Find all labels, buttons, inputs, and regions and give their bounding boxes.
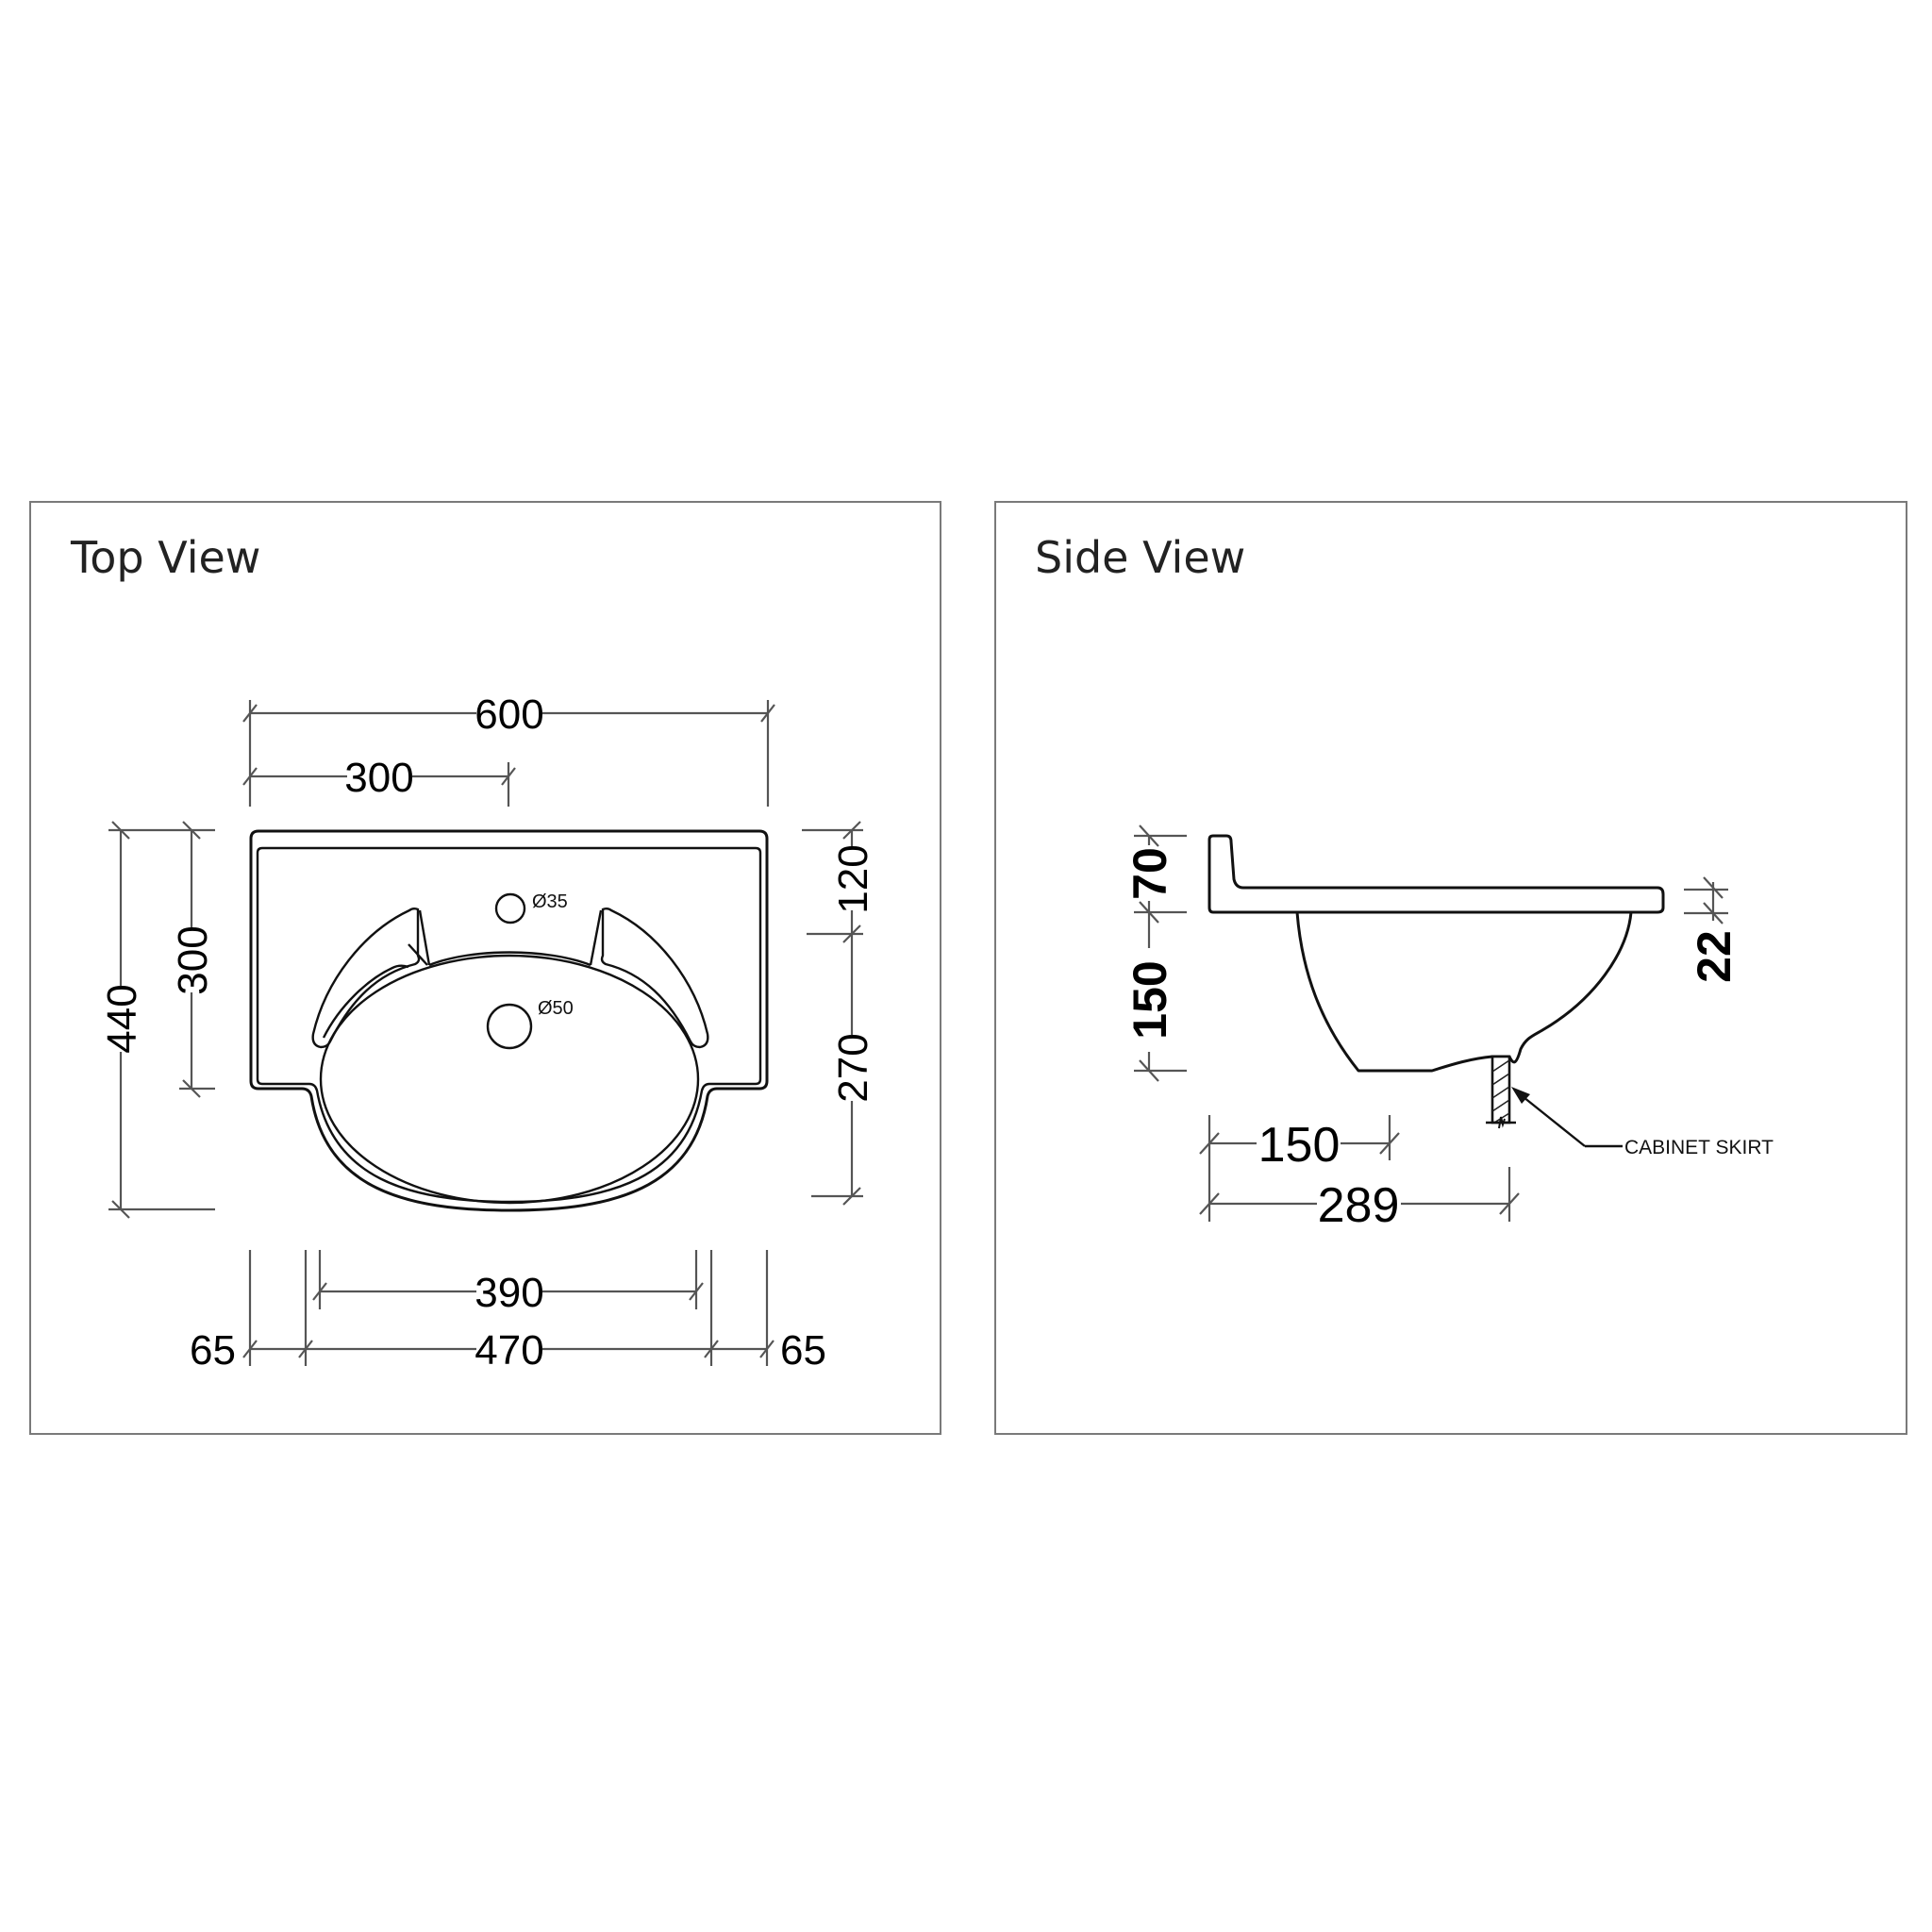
top-view-dim-120: 120: [802, 821, 876, 943]
tap-hole-icon: [494, 892, 526, 924]
top-view-dim-300-vertical: 300: [170, 821, 216, 1098]
cabinet-skirt-leader-arrow-icon: [1511, 1087, 1623, 1148]
tap-hole-label: Ø35: [532, 891, 568, 912]
top-view-dim-bottom: 390 470 65 65: [190, 1250, 826, 1374]
cabinet-skirt: [1486, 1055, 1516, 1129]
side-view-dim-289: 289: [1199, 1167, 1520, 1233]
waste-hole-icon: [486, 1003, 533, 1050]
svg-text:390: 390: [475, 1270, 543, 1316]
svg-text:470: 470: [475, 1327, 543, 1374]
svg-text:150: 150: [1258, 1118, 1341, 1173]
svg-text:270: 270: [830, 1033, 876, 1102]
top-view-sink-outline: [249, 829, 769, 1212]
svg-text:120: 120: [830, 844, 876, 913]
top-view-dim-270: 270: [811, 934, 876, 1206]
svg-text:65: 65: [190, 1327, 236, 1374]
side-view-sink-profile: [1208, 834, 1665, 1148]
svg-text:600: 600: [475, 691, 543, 738]
svg-text:150: 150: [1124, 960, 1176, 1039]
svg-text:22: 22: [1688, 930, 1740, 983]
side-view-dim-150-vertical: 150: [1124, 912, 1187, 1082]
cabinet-skirt-label: CABINET SKIRT: [1624, 1137, 1774, 1158]
svg-text:70: 70: [1124, 847, 1176, 900]
svg-text:300: 300: [170, 925, 216, 994]
side-view-dim-22: 22: [1684, 876, 1740, 983]
side-view-dim-70: 70: [1124, 824, 1187, 924]
top-view-title: Top View: [71, 532, 261, 583]
svg-text:65: 65: [780, 1327, 826, 1374]
side-view-title: Side View: [1035, 532, 1246, 583]
svg-text:440: 440: [99, 984, 145, 1053]
top-view-dim-300-horizontal: 300: [242, 755, 516, 807]
svg-text:300: 300: [344, 755, 413, 801]
top-view-dim-600: 600: [242, 691, 775, 807]
waste-hole-label: Ø50: [538, 998, 574, 1019]
top-view-dim-440: 440: [99, 821, 215, 1219]
svg-text:289: 289: [1318, 1178, 1400, 1233]
